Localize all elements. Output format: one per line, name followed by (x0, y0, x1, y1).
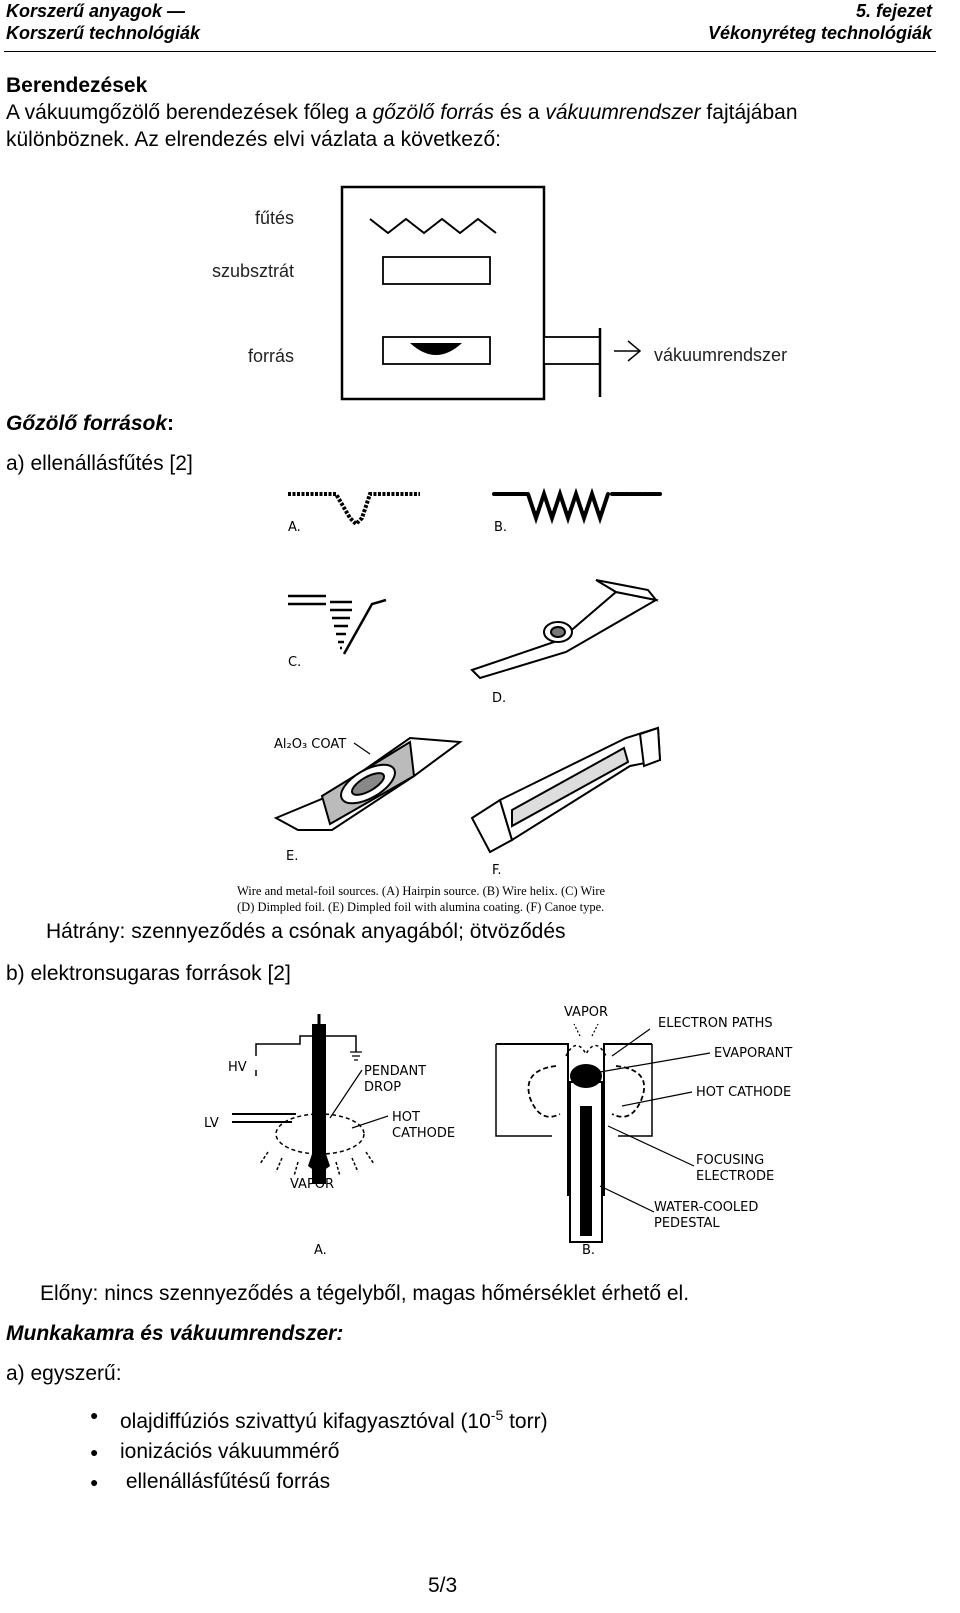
heating-label: fűtés (255, 208, 294, 228)
substrate-label: szubsztrát (212, 261, 294, 281)
canoe-source (470, 726, 662, 854)
al2o3-coat-label: Al₂O₃ COAT (274, 737, 346, 752)
hot-cathode-b-label: HOT CATHODE (696, 1085, 791, 1100)
source-boat (382, 336, 491, 365)
header-course-line2: Korszerű technológiák (6, 23, 201, 43)
source-label: forrás (248, 346, 294, 366)
header-left: Korszerű anyagok — Korszerű technológiák (6, 0, 200, 44)
list-item: ellenállásfűtésű forrás (90, 1467, 548, 1497)
list-item: olajdiffúziós szivattyú kifagyasztóval (… (90, 1400, 548, 1437)
heater-coil (369, 217, 497, 235)
vapor-a-label: VAPOR (290, 1177, 334, 1192)
section-title: Berendezések (6, 74, 148, 97)
fig-label-c: C. (288, 655, 301, 670)
pump-port (543, 336, 601, 365)
evaporant-label: EVAPORANT (714, 1046, 792, 1061)
dimpled-foil-source (470, 579, 659, 680)
pedestal-label-2: PEDESTAL (654, 1216, 720, 1231)
header-right: 5. fejezet Vékonyréteg technológiák (708, 0, 932, 44)
wire-helix-source (492, 487, 662, 525)
coat-leader (353, 742, 371, 755)
pendant-drop-label-2: DROP (364, 1080, 401, 1095)
page-number: 5/3 (428, 1574, 458, 1597)
pendant-drop-label-1: PENDANT (364, 1064, 426, 1079)
focusing-electrode-label-2: ELECTRODE (696, 1169, 774, 1184)
fig-label-b: B. (494, 520, 507, 535)
header-course-line1: Korszerű anyagok — (6, 1, 186, 21)
sources-heading: Gőzölő források: (6, 412, 175, 435)
vapor-b-label: VAPOR (564, 1005, 608, 1020)
advantage-text: Előny: nincs szennyeződés a tégelyből, m… (40, 1282, 690, 1305)
evaporator-schematic: fűtés szubsztrát forrás vákuumrendszer (212, 185, 787, 401)
hv-label: HV (228, 1060, 247, 1075)
disadvantage-text: Hátrány: szennyeződés a csónak anyagából… (46, 920, 566, 943)
pendant-drop-source (232, 1014, 389, 1184)
list-item: ionizációs vákuummérő (90, 1437, 548, 1467)
coated-foil-source (273, 736, 463, 831)
source-material (410, 343, 462, 355)
resistive-sources-figure: A. B. C. D. Al₂O₃ COAT E. F. Wire and me… (237, 487, 662, 914)
header-chapter-title: Vékonyréteg technológiák (707, 23, 932, 43)
fig-label-d: D. (492, 691, 506, 706)
vacuum-system-label: vákuumrendszer (654, 345, 787, 365)
chamber-outline (340, 185, 546, 401)
intro-line-2: különböznek. Az elrendezés elvi vázlata … (6, 128, 501, 151)
vacuum-arrow-head (627, 340, 642, 362)
ebeam-label-a: A. (314, 1243, 327, 1258)
item-a-resistive: a) ellenállásfűtés [2] (6, 452, 193, 475)
chamber-heading: Munkakamra és vákuumrendszer: (6, 1322, 344, 1345)
electron-paths-label: ELECTRON PATHS (658, 1016, 773, 1031)
fig-label-e: E. (286, 849, 298, 864)
header-divider (4, 51, 936, 52)
hairpin-source (288, 492, 420, 527)
coil-basket-source (288, 594, 387, 655)
ebeam-label-b: B. (582, 1243, 595, 1258)
substrate-rect (382, 256, 491, 285)
resistive-caption-line-2: (D) Dimpled foil. (E) Dimpled foil with … (237, 900, 604, 914)
fig-label-a: A. (288, 520, 301, 535)
pedestal-label-1: WATER-COOLED (654, 1200, 758, 1215)
fig-label-f: F. (492, 863, 502, 878)
simple-label: a) egyszerű: (6, 1362, 122, 1385)
hot-cathode-a-label-1: HOT (392, 1110, 420, 1125)
hot-cathode-a-label-2: CATHODE (392, 1126, 455, 1141)
resistive-caption-line-1: Wire and metal-foil sources. (A) Hairpin… (237, 884, 605, 898)
focusing-electrode-label-1: FOCUSING (696, 1153, 764, 1168)
header-chapter: 5. fejezet (855, 1, 932, 21)
focused-ebeam-source (495, 1023, 711, 1243)
item-b-electron-beam: b) elektronsugaras források [2] (6, 962, 291, 985)
intro-line-1: A vákuumgőzölő berendezések főleg a gőzö… (6, 101, 798, 124)
equipment-list: olajdiffúziós szivattyú kifagyasztóval (… (90, 1400, 548, 1497)
electron-beam-figure: HV LV PENDANT DROP HOT CATHODE VAPOR A. … (204, 1005, 792, 1258)
lv-label: LV (204, 1116, 219, 1131)
